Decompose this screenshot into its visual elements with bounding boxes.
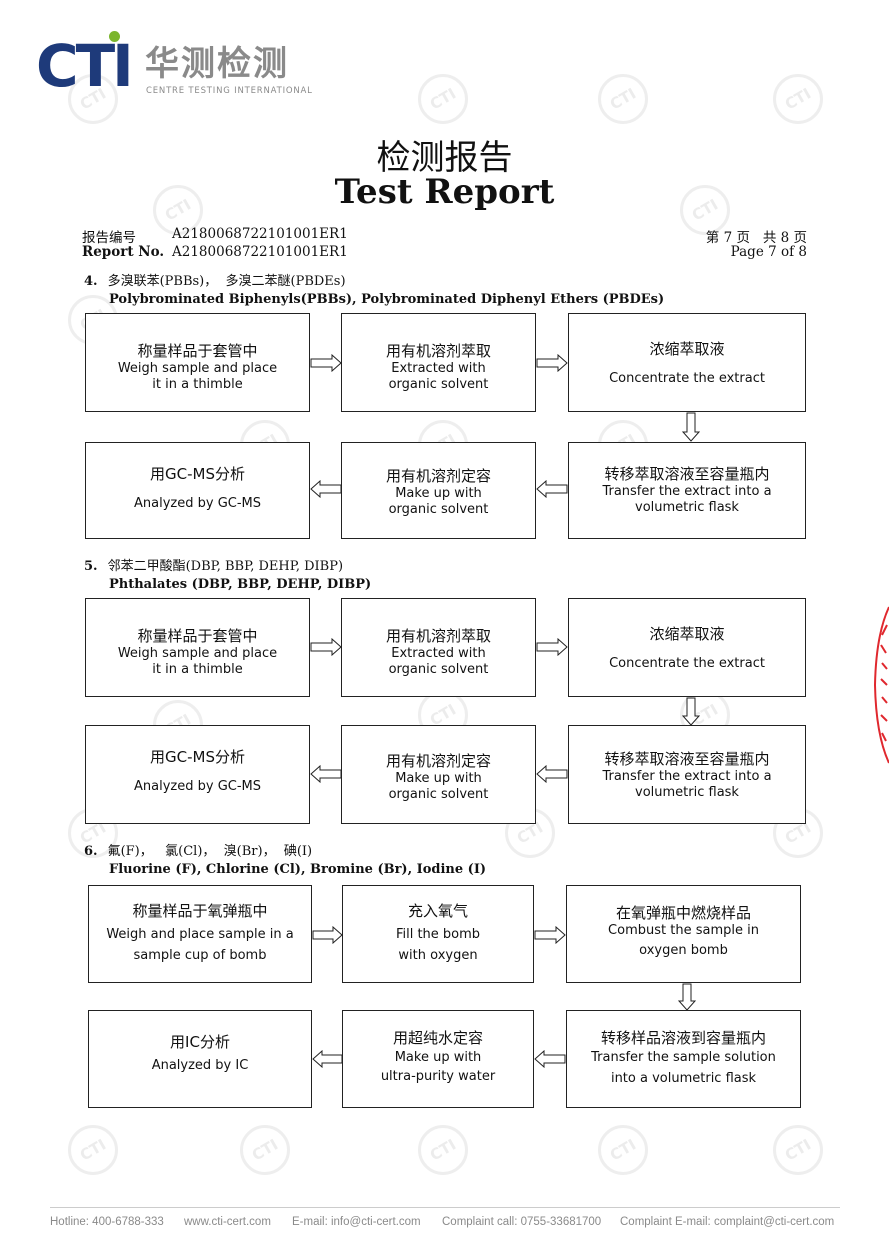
section-number: 5.: [84, 559, 98, 574]
arrow-left-icon: [310, 480, 342, 498]
section-title-en: Phthalates (DBP, BBP, DEHP, DIBP): [109, 577, 372, 592]
logo-brand-mark: CTI: [36, 32, 134, 100]
section-number: 6.: [84, 844, 98, 859]
arrow-right-icon: [310, 638, 342, 656]
arrow-right-icon: [536, 354, 568, 372]
page-number-en: Page 7 of 8: [730, 244, 807, 260]
arrow-right-icon: [536, 638, 568, 656]
arrow-down-icon: [678, 983, 696, 1011]
arrow-down-icon: [682, 697, 700, 726]
section-title-en: Polybrominated Biphenyls(PBBs), Polybrom…: [109, 292, 665, 307]
footer-hotline: Hotline: 400-6788-333: [50, 1216, 164, 1228]
logo-dot: [109, 31, 120, 42]
stamp-icon: [873, 606, 889, 764]
arrow-left-icon: [536, 480, 568, 498]
arrow-left-icon: [310, 765, 342, 783]
section-number: 4.: [84, 274, 98, 289]
section-title-cn: 氟(F)， 氯(Cl)， 溴(Br)， 碘(I): [107, 844, 313, 859]
page-number-cn: 第 7 页 共 8 页: [705, 230, 807, 246]
logo-chinese-name: 华测检测: [145, 44, 289, 84]
report-no-label-cn: 报告编号: [82, 230, 136, 246]
arrow-left-icon: [312, 1050, 343, 1068]
footer-website[interactable]: www.cti-cert.com: [184, 1216, 271, 1228]
arrow-right-icon: [312, 926, 343, 944]
arrow-left-icon: [534, 1050, 566, 1068]
footer-complaint-email[interactable]: Complaint E-mail: complaint@cti-cert.com: [620, 1216, 835, 1228]
report-no-label-en: Report No.: [82, 244, 165, 260]
section-title-cn: 多溴联苯(PBBs)， 多溴二苯醚(PBDEs): [107, 274, 346, 289]
footer-divider: [50, 1207, 840, 1208]
arrow-right-icon: [310, 354, 342, 372]
logo-english-name: CENTRE TESTING INTERNATIONAL: [146, 86, 313, 96]
report-no-value-2: A2180068722101001ER1: [172, 244, 348, 260]
page-title-en: Test Report: [334, 172, 555, 212]
page-title-cn: 检测报告: [376, 138, 513, 178]
report-no-value: A2180068722101001ER1: [172, 226, 348, 242]
section-title-en: Fluorine (F), Chlorine (Cl), Bromine (Br…: [109, 862, 487, 877]
arrow-down-icon: [682, 412, 700, 442]
footer-email[interactable]: E-mail: info@cti-cert.com: [292, 1216, 421, 1228]
arrow-left-icon: [536, 765, 568, 783]
arrow-right-icon: [534, 926, 566, 944]
section-title-cn: 邻苯二甲酸酯(DBP, BBP, DEHP, DIBP): [107, 559, 344, 574]
footer-complaint-call: Complaint call: 0755-33681700: [442, 1216, 602, 1228]
